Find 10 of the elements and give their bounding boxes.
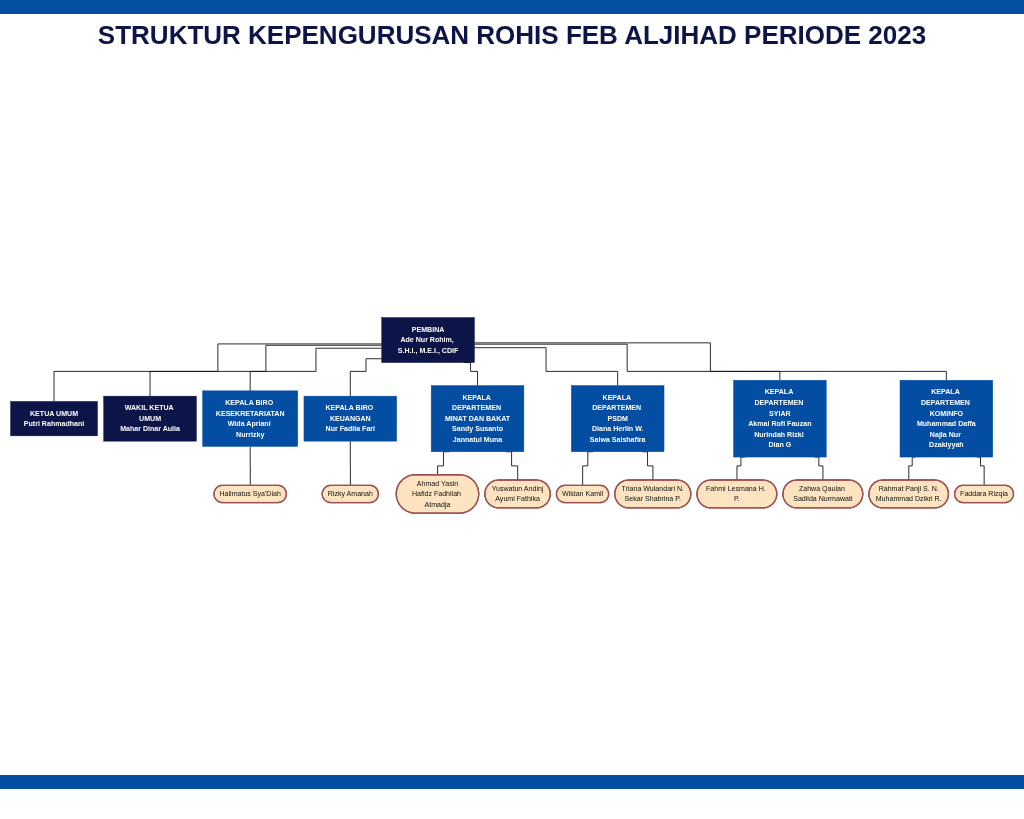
connector — [349, 357, 383, 397]
connector — [149, 344, 383, 397]
connector — [249, 347, 383, 391]
connector — [349, 440, 351, 486]
connector — [249, 445, 251, 486]
connector — [474, 342, 947, 381]
connector — [474, 346, 619, 386]
connector — [474, 343, 781, 381]
connector — [53, 343, 383, 402]
chart-title: STRUKTUR KEPENGURUSAN ROHIS FEB ALJIHAD PERIODE 2023 — [96, 20, 928, 51]
